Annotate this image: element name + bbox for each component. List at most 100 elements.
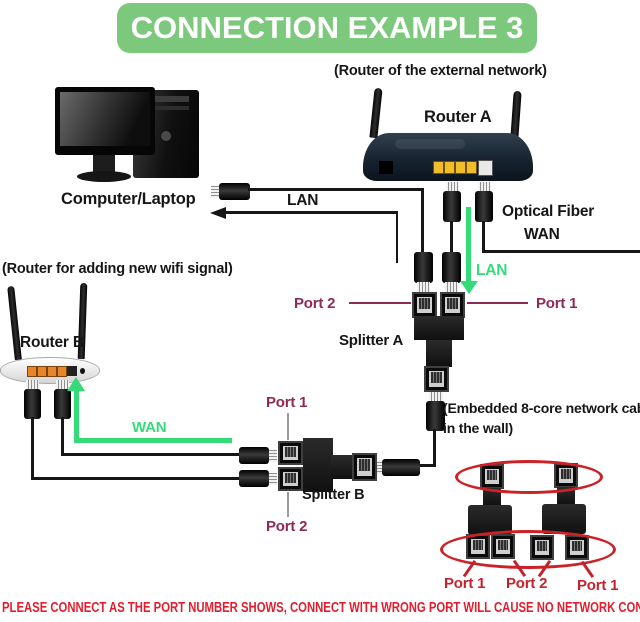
wall-cable-vertical xyxy=(433,429,436,466)
router-b-label: Router B xyxy=(20,334,84,351)
splitter-b-label: Splitter B xyxy=(302,487,365,503)
tower-power-button-icon xyxy=(160,130,172,142)
wan-green-line xyxy=(74,438,232,443)
title-banner: CONNECTION EXAMPLE 3 xyxy=(117,3,537,53)
router-b-lan-port-icon xyxy=(27,366,37,377)
monitor-stand-icon xyxy=(93,155,115,173)
coupler-left-stem-icon xyxy=(483,488,501,506)
page-title: CONNECTION EXAMPLE 3 xyxy=(130,10,524,45)
rj45-plug-pins-icon xyxy=(211,186,220,198)
splitter-b-port2-pointer-line xyxy=(287,492,289,517)
detail-port2-label: Port 2 xyxy=(506,575,548,592)
rj45-plug-pins-icon xyxy=(26,380,39,390)
tower-drive-bay-icon xyxy=(139,96,189,102)
cable-computer-down xyxy=(421,188,424,254)
splitter-a-bottom-port-icon xyxy=(424,366,449,392)
coupler-right-body-icon xyxy=(542,504,586,534)
cable-lan-router-b xyxy=(31,417,34,480)
wan-green-arrowhead-icon xyxy=(67,377,85,391)
rj45-plug-into-splitter-a-port2-icon xyxy=(414,252,433,283)
rj45-plug-router-b-lan-icon xyxy=(24,389,41,419)
lan-arrow-line xyxy=(224,211,398,214)
splitter-a-port2-icon xyxy=(412,292,437,318)
tower-drive-bay2-icon xyxy=(139,106,189,110)
wan-label: WAN xyxy=(524,226,560,243)
router-a-lan-port-icon xyxy=(444,161,455,174)
port1-pointer-line xyxy=(467,302,528,304)
rj45-plug-pins-icon xyxy=(269,450,277,462)
wall-cable-caption-line2: in the wall) xyxy=(443,420,513,436)
port2-pointer-line xyxy=(349,302,411,304)
wall-cable-horizontal xyxy=(419,464,436,467)
lan-green-arrowhead-icon xyxy=(459,281,478,294)
router-a-lan-port-icon xyxy=(455,161,466,174)
rj45-plug-computer-icon xyxy=(219,183,250,200)
router-a-label: Router A xyxy=(424,108,492,126)
detail-port1-right-label: Port 1 xyxy=(577,577,619,594)
rj45-plug-wall-cable-icon xyxy=(426,401,445,431)
splitter-b-port1-label: Port 1 xyxy=(266,394,308,411)
new-wifi-caption: (Router for adding new wifi signal) xyxy=(2,261,233,277)
router-a-switch-icon xyxy=(379,161,393,174)
router-a-vent-icon xyxy=(395,139,465,149)
splitter-b-stem-icon xyxy=(331,455,353,479)
rj45-plug-pins-icon xyxy=(269,473,277,485)
computer-label: Computer/Laptop xyxy=(61,190,196,208)
splitter-b-port1-pointer-line xyxy=(287,413,289,440)
cable-wan-router-b xyxy=(61,417,64,456)
rj45-plug-router-b-wan-icon xyxy=(54,389,71,419)
splitter-b-body-icon xyxy=(303,438,333,492)
rj45-plug-pins-icon xyxy=(417,282,430,292)
splitter-a-port2-label: Port 2 xyxy=(294,295,336,312)
router-a-antenna-right-icon xyxy=(510,90,522,140)
splitter-a-port1-label: Port 1 xyxy=(536,295,578,312)
splitter-b-port2-icon xyxy=(278,467,303,491)
router-b-wan-port-icon xyxy=(67,366,77,376)
splitter-a-stem-icon xyxy=(426,340,452,367)
router-b-lan-port-icon xyxy=(37,366,47,377)
lan-arrowhead-icon xyxy=(210,206,226,219)
splitter-a-port1-icon xyxy=(440,292,465,318)
rj45-plug-router-a-lan-icon xyxy=(443,191,461,222)
rj45-plug-into-splitter-b-port2-icon xyxy=(239,470,269,487)
lan-arrow-line-vertical xyxy=(395,211,398,263)
splitter-b-port1-icon xyxy=(278,441,303,465)
rj45-plug-into-splitter-a-port1-icon xyxy=(442,252,461,283)
router-a-wan-port-icon xyxy=(478,160,493,176)
external-router-caption: (Router of the external network) xyxy=(334,63,547,79)
cable-wan-to-right-edge xyxy=(482,250,640,253)
rj45-plug-into-splitter-b-port1-icon xyxy=(239,447,269,464)
cable-splitter-b-port2 xyxy=(31,477,239,480)
rj45-plug-pins-icon xyxy=(445,282,458,292)
router-a-lan-port-icon xyxy=(466,161,477,174)
red-circle-bottom-icon xyxy=(440,530,616,569)
cable-wan-down xyxy=(482,221,485,253)
cable-router-a-to-splitter xyxy=(450,221,453,253)
router-a-antenna-left-icon xyxy=(369,87,383,139)
optical-fiber-label: Optical Fiber xyxy=(502,203,595,220)
monitor-screen-icon xyxy=(60,92,150,146)
warning-text: PLEASE CONNECT AS THE PORT NUMBER SHOWS,… xyxy=(2,600,640,616)
router-b-button-icon xyxy=(80,368,85,374)
lan-label: LAN xyxy=(287,192,319,209)
cable-splitter-b-port1 xyxy=(61,453,239,456)
detail-port1-left-label: Port 1 xyxy=(444,575,486,592)
rj45-plug-pins-icon xyxy=(446,182,459,192)
monitor-base-icon xyxy=(77,171,131,182)
splitter-a-label: Splitter A xyxy=(339,332,404,349)
splitter-a-body-icon xyxy=(414,316,464,340)
cable-computer-to-splitter xyxy=(248,188,424,191)
router-b-lan-port-icon xyxy=(57,366,67,377)
lan-green-arrow-shaft xyxy=(466,207,471,283)
rj45-plug-into-splitter-b-icon xyxy=(382,459,420,476)
router-b-lan-port-icon xyxy=(47,366,57,377)
router-a-lan-port-icon xyxy=(433,161,444,174)
rj45-plug-pins-icon xyxy=(374,461,382,474)
rj45-plug-pins-icon xyxy=(478,182,491,192)
rj45-plug-router-a-wan-icon xyxy=(475,191,493,222)
red-circle-top-icon xyxy=(455,460,603,494)
wall-cable-caption-line1: (Embedded 8-core network cable xyxy=(443,400,640,416)
lan-green-label: LAN xyxy=(476,262,508,279)
splitter-b-right-port-icon xyxy=(352,453,377,481)
